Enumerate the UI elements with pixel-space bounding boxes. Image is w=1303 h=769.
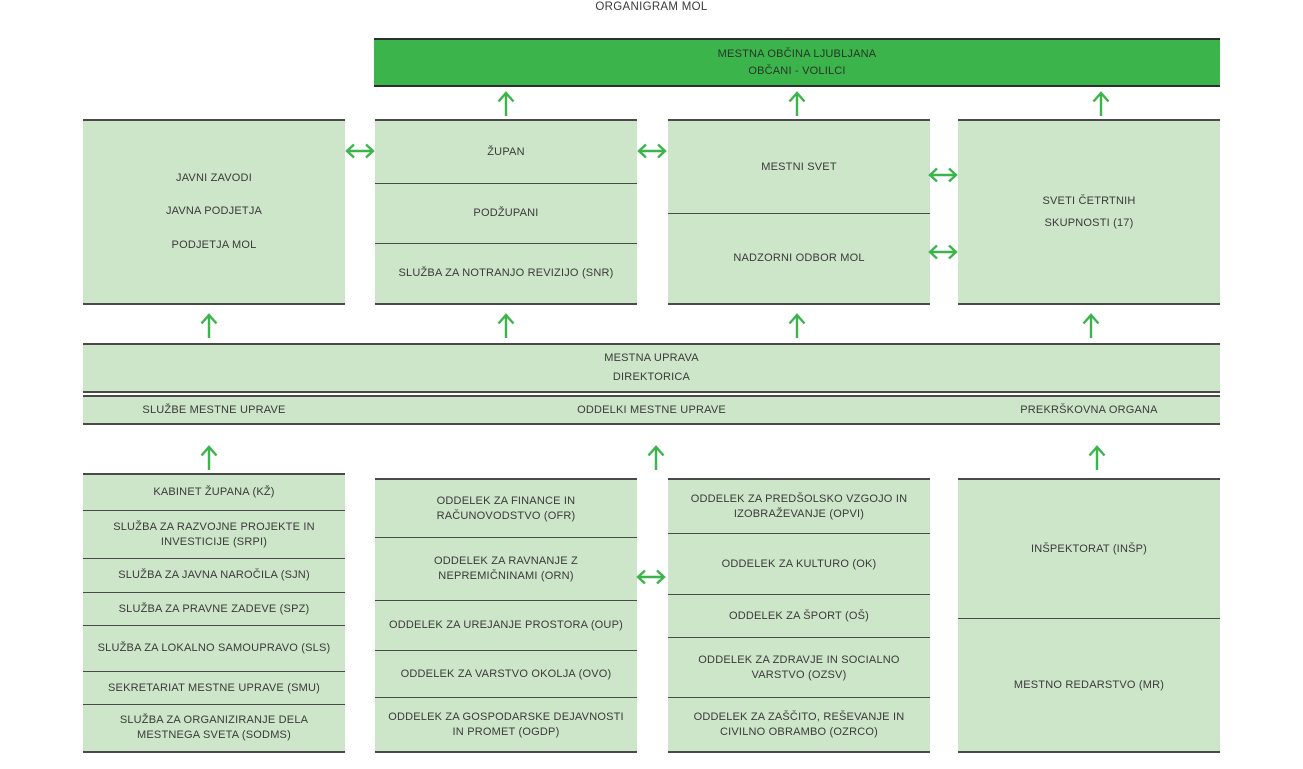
up-arrow-icon	[200, 313, 218, 338]
label-sluzbe-mestne-uprave: SLUŽBE MESTNE UPRAVE	[142, 404, 286, 416]
mestna-uprava-line1: MESTNA UPRAVA	[604, 352, 699, 364]
org-unit-spz: SLUŽBA ZA PRAVNE ZADEVE (SPZ)	[83, 592, 345, 625]
section-mestni-svet: MESTNI SVET	[761, 160, 837, 173]
org-unit-os: ODDELEK ZA ŠPORT (OŠ)	[668, 594, 930, 637]
org-unit-oup: ODDELEK ZA UREJANJE PROSTORA (OUP)	[375, 600, 637, 650]
label-prekrskovna-organa: PREKRŠKOVNA ORGANA	[1020, 404, 1158, 416]
org-unit-sjn: SLUŽBA ZA JAVNA NAROČILA (SJN)	[83, 558, 345, 592]
org-unit-smu: SEKRETARIAT MESTNE UPRAVE (SMU)	[83, 671, 345, 704]
org-unit-sodms: SLUŽBA ZA ORGANIZIRANJE DELA MESTNEGA SV…	[83, 704, 345, 751]
left-right-arrow-icon	[345, 143, 375, 159]
up-arrow-icon	[788, 91, 806, 116]
up-arrow-icon	[497, 91, 515, 116]
mestna-obcina-line1: MESTNA OBČINA LJUBLJANA	[717, 47, 877, 60]
left-right-arrow-icon	[928, 167, 958, 183]
page-title: ORGANIGRAM MOL	[595, 1, 708, 13]
box-zupan-stack: ŽUPAN PODŽUPANI SLUŽBA ZA NOTRANJO REVIZ…	[375, 119, 637, 305]
section-zupan: ŽUPAN	[487, 145, 525, 158]
box-uprava-subband: SLUŽBE MESTNE UPRAVE ODDELKI MESTNE UPRA…	[83, 395, 1220, 425]
org-unit-orn: ODDELEK ZA RAVNANJE Z NEPREMIČNINAMI (OR…	[375, 537, 637, 600]
box-sveti-cetrtnih-skupnosti: SVETI ČETRTNIH SKUPNOSTI (17)	[958, 119, 1220, 305]
left-right-arrow-icon	[637, 143, 667, 159]
section-podzupani: PODŽUPANI	[375, 183, 637, 243]
org-unit-ovo: ODDELEK ZA VARSTVO OKOLJA (OVO)	[375, 650, 637, 697]
org-unit-opvi: ODDELEK ZA PREDŠOLSKO VZGOJO IN IZOBRAŽE…	[690, 492, 908, 520]
column-sluzbe: KABINET ŽUPANA (KŽ) SLUŽBA ZA RAZVOJNE P…	[83, 473, 345, 753]
box-mestna-uprava: MESTNA UPRAVA DIREKTORICA	[83, 343, 1220, 393]
javni-zavodi-line1: JAVNI ZAVODI	[176, 171, 252, 184]
sveti-line1: SVETI ČETRTNIH	[1042, 195, 1136, 207]
org-unit-ok: ODDELEK ZA KULTURO (OK)	[668, 533, 930, 594]
sveti-line2: SKUPNOSTI (17)	[1044, 217, 1134, 229]
org-unit-insp: INŠPEKTORAT (INŠP)	[1030, 542, 1148, 555]
left-right-arrow-icon	[928, 244, 958, 260]
org-unit-ofr: ODDELEK ZA FINANCE IN RAČUNOVODSTVO (OFR…	[436, 494, 576, 522]
up-arrow-icon	[1088, 445, 1106, 470]
left-right-arrow-icon	[636, 569, 666, 585]
box-javni-zavodi: JAVNI ZAVODI JAVNA PODJETJA PODJETJA MOL	[83, 119, 345, 305]
label-oddelki-mestne-uprave: ODDELKI MESTNE UPRAVE	[577, 404, 726, 416]
up-arrow-icon	[788, 313, 806, 338]
column-oddelki-a: ODDELEK ZA FINANCE IN RAČUNOVODSTVO (OFR…	[375, 478, 637, 753]
up-arrow-icon	[1082, 313, 1100, 338]
box-mestna-obcina-ljubljana: MESTNA OBČINA LJUBLJANA OBČANI - VOLILCI	[374, 38, 1220, 87]
up-arrow-icon	[497, 313, 515, 338]
column-oddelki-b: ODDELEK ZA PREDŠOLSKO VZGOJO IN IZOBRAŽE…	[668, 478, 930, 753]
org-unit-ozsv: ODDELEK ZA ZDRAVJE IN SOCIALNO VARSTVO (…	[668, 637, 930, 697]
mestna-obcina-line2: OBČANI - VOLILCI	[748, 64, 846, 77]
up-arrow-icon	[647, 445, 665, 470]
org-unit-mr: MESTNO REDARSTVO (MR)	[958, 618, 1220, 751]
column-prekrskovna: INŠPEKTORAT (INŠP) MESTNO REDARSTVO (MR)	[958, 478, 1220, 753]
box-mestni-svet-stack: MESTNI SVET NADZORNI ODBOR MOL	[668, 119, 930, 305]
section-nadzorni-odbor: NADZORNI ODBOR MOL	[668, 213, 930, 303]
org-unit-ozrco: ODDELEK ZA ZAŠČITO, REŠEVANJE IN CIVILNO…	[668, 697, 930, 751]
up-arrow-icon	[1092, 91, 1110, 116]
javni-zavodi-line3: PODJETJA MOL	[171, 238, 257, 251]
org-unit-srpi: SLUŽBA ZA RAZVOJNE PROJEKTE IN INVESTICI…	[83, 510, 345, 558]
up-arrow-icon	[200, 445, 218, 470]
mestna-uprava-line2: DIREKTORICA	[612, 371, 691, 383]
org-unit-ogdp: ODDELEK ZA GOSPODARSKE DEJAVNOSTI IN PRO…	[375, 697, 637, 751]
section-sluzba-notranjo-revizijo: SLUŽBA ZA NOTRANJO REVIZIJO (SNR)	[375, 243, 637, 303]
org-unit-kz: KABINET ŽUPANA (KŽ)	[153, 486, 275, 498]
javni-zavodi-line2: JAVNA PODJETJA	[165, 205, 263, 218]
org-unit-sls: SLUŽBA ZA LOKALNO SAMOUPRAVO (SLS)	[83, 625, 345, 671]
